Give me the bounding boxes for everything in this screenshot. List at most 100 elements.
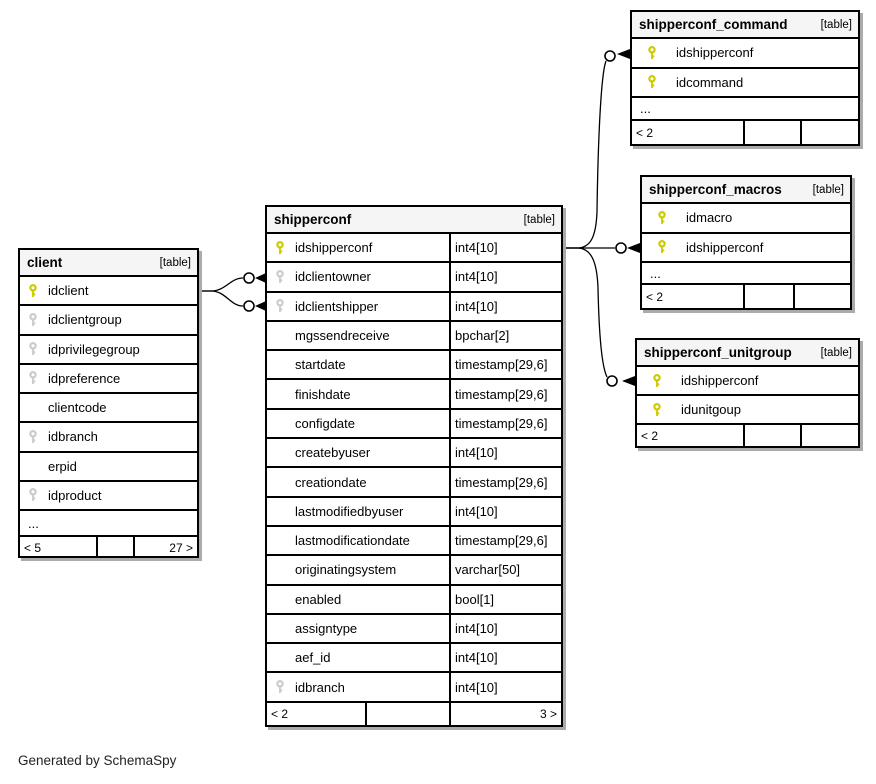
column-row: idclientowner int4[10] (267, 263, 561, 293)
column-row: idbranch (20, 423, 197, 453)
ellipsis-row: ... (642, 263, 850, 285)
footer-children-count: 3 > (539, 706, 557, 721)
column-name: idshipperconf (676, 45, 754, 61)
column-name: idbranch (48, 429, 98, 445)
column-name: lastmodificationdate (295, 533, 410, 549)
table-command-header[interactable]: shipperconf_command [table] (632, 12, 858, 39)
column-row: erpid (20, 452, 197, 482)
footer-children-count: 27 > (169, 540, 193, 555)
column-row: idclientgroup (20, 306, 197, 336)
table-shipperconf-unitgroup[interactable]: shipperconf_unitgroup [table] idshipperc… (635, 338, 860, 448)
table-client-header[interactable]: client [table] (20, 250, 197, 277)
column-row: startdate timestamp[29,6] (267, 351, 561, 381)
column-row: idproduct (20, 481, 197, 511)
column-row: lastmodifiedbyuser int4[10] (267, 497, 561, 527)
column-name: idclientshipper (295, 298, 379, 314)
foreign-key-icon (28, 488, 39, 502)
column-row: creationdate timestamp[29,6] (267, 468, 561, 498)
column-type: timestamp[29,6] (449, 526, 561, 555)
footer-children-count (802, 121, 858, 144)
footer-middle-cell (743, 121, 802, 144)
table-title[interactable]: shipperconf_command (639, 17, 788, 32)
column-name: idbranch (295, 679, 345, 695)
table-tag: [table] (523, 213, 555, 226)
table-shipperconf[interactable]: shipperconf [table] idshipperconf int4[1… (265, 205, 563, 727)
column-type: int4[10] (449, 263, 561, 291)
primary-key-icon (28, 283, 39, 298)
primary-key-icon (647, 75, 659, 89)
column-name: idshipperconf (686, 239, 764, 255)
column-row: idpreference (20, 364, 197, 394)
foreign-key-icon (275, 269, 286, 284)
table-macros-header[interactable]: shipperconf_macros [table] (642, 177, 850, 204)
ellipsis-text: ... (640, 101, 651, 116)
column-name: idcommand (676, 74, 744, 90)
table-unitgroup-header[interactable]: shipperconf_unitgroup [table] (637, 340, 858, 367)
primary-key-icon (275, 240, 286, 255)
column-name: configdate (295, 415, 355, 431)
footer-children-count (802, 425, 858, 446)
column-name: lastmodifiedbyuser (295, 503, 404, 519)
column-name: idclientowner (295, 269, 371, 285)
column-name: enabled (295, 591, 342, 607)
table-title[interactable]: shipperconf (274, 212, 352, 227)
table-title[interactable]: client (27, 255, 63, 270)
column-row: assigntype int4[10] (267, 614, 561, 645)
column-type: bool[1] (449, 585, 561, 613)
footer-parents-count: < 2 (271, 706, 289, 721)
column-name: idproduct (48, 487, 102, 503)
column-type: int4[10] (449, 234, 561, 262)
table-title[interactable]: shipperconf_macros (649, 182, 782, 197)
column-name: creationdate (295, 474, 367, 490)
column-name: erpid (48, 458, 77, 474)
column-row: finishdate timestamp[29,6] (267, 380, 561, 410)
column-row: lastmodificationdate timestamp[29,6] (267, 526, 561, 557)
footer-middle-cell (743, 285, 795, 308)
column-type: int4[10] (449, 292, 561, 320)
fk-line-client-idclientowner (199, 272, 266, 292)
column-name: aef_id (295, 650, 331, 666)
table-shipperconf-header[interactable]: shipperconf [table] (267, 207, 561, 234)
table-shipperconf-macros[interactable]: shipperconf_macros [table] idmacro idshi… (640, 175, 852, 310)
column-row: configdate timestamp[29,6] (267, 409, 561, 440)
column-name: idshipperconf (295, 240, 373, 256)
column-type: timestamp[29,6] (449, 468, 561, 496)
column-row: idshipperconf (637, 367, 858, 396)
column-name: originatingsystem (295, 562, 397, 578)
column-type: int4[10] (449, 644, 561, 672)
foreign-key-icon (28, 371, 39, 385)
column-name: idunitgoup (681, 402, 741, 417)
table-client[interactable]: client [table] idclient idclientgroup id… (18, 248, 199, 558)
column-name: assigntype (295, 621, 358, 636)
primary-key-icon (647, 45, 659, 60)
table-footer: < 2 (637, 425, 858, 446)
column-name: mgssendreceive (295, 328, 390, 344)
column-row: idshipperconf int4[10] (267, 234, 561, 264)
footer-middle-cell (743, 425, 802, 446)
column-name: finishdate (295, 386, 351, 402)
column-name: idpreference (48, 370, 121, 386)
table-footer: < 5 27 > (20, 537, 197, 558)
fk-line-shipperconf-macros (563, 242, 640, 254)
column-row: clientcode (20, 394, 197, 424)
foreign-key-icon (275, 299, 286, 313)
footer-middle-cell (96, 537, 135, 558)
ellipsis-row: ... (20, 511, 197, 537)
column-row: idunitgoup (637, 396, 858, 425)
column-row: idshipperconf (642, 233, 850, 263)
foreign-key-icon (28, 312, 39, 327)
fk-line-client-idclientshipper (199, 290, 266, 312)
table-title[interactable]: shipperconf_unitgroup (644, 345, 792, 360)
table-footer: < 2 3 > (267, 702, 561, 725)
column-type: timestamp[29,6] (449, 409, 561, 438)
footer-parents-count: < 2 (641, 428, 659, 443)
foreign-key-icon (275, 680, 286, 694)
column-type: timestamp[29,6] (449, 351, 561, 379)
table-shipperconf-command[interactable]: shipperconf_command [table] idshippercon… (630, 10, 860, 146)
column-name: idprivilegegroup (48, 341, 140, 357)
column-row: idclient (20, 277, 197, 307)
column-row: idprivilegegroup (20, 335, 197, 365)
footer-parents-count: < 2 (636, 125, 654, 140)
table-tag: [table] (812, 183, 844, 196)
column-row: idcommand (632, 68, 858, 98)
